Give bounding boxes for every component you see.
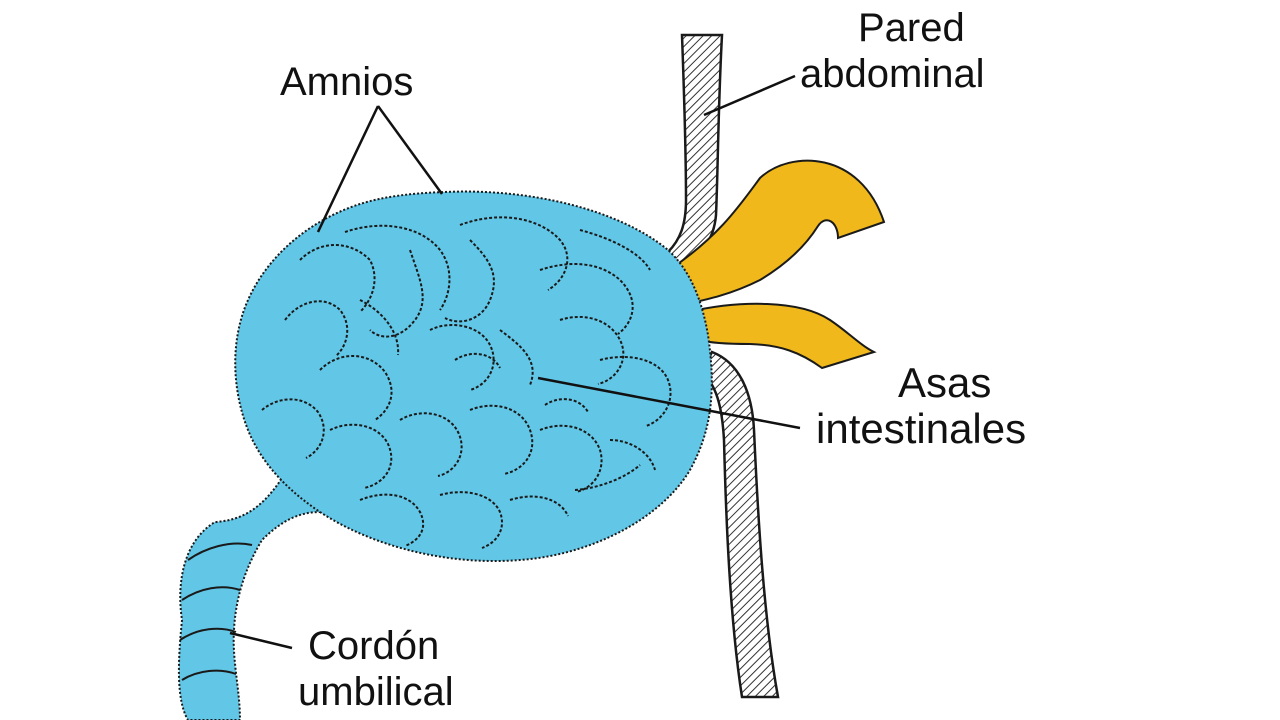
- cordon-umbilical-label-line2: umbilical: [298, 670, 454, 714]
- pared-abdominal-leader: [703, 74, 796, 117]
- abdominal-wall: [666, 33, 780, 699]
- asas-intestinales-leader: [537, 376, 801, 430]
- amnion-sac: [234, 190, 713, 562]
- intestinal-loops-icon: [261, 216, 672, 549]
- amnios-leader-left: [316, 105, 380, 233]
- asas-intestinales-label-line2: intestinales: [816, 405, 1027, 452]
- cordon-umbilical-leader: [229, 631, 293, 650]
- leader-lines: [229, 74, 801, 650]
- pared-abdominal-label-line1: Pared: [858, 6, 965, 50]
- amnios-label: Amnios: [280, 60, 414, 104]
- amnion-sac-icon: [234, 190, 713, 562]
- lower-yellow-loop: [686, 302, 877, 370]
- pared-abdominal-label-line2: abdominal: [800, 52, 985, 96]
- abdominal-wall-lower: [700, 350, 780, 699]
- asas-intestinales-label-line1: Asas: [898, 359, 992, 406]
- external-intestinal-loops: [670, 159, 886, 370]
- amnios-leader-right: [376, 105, 444, 195]
- upper-yellow-loop: [670, 159, 886, 307]
- cordon-umbilical-label-line1: Cordón: [308, 624, 440, 668]
